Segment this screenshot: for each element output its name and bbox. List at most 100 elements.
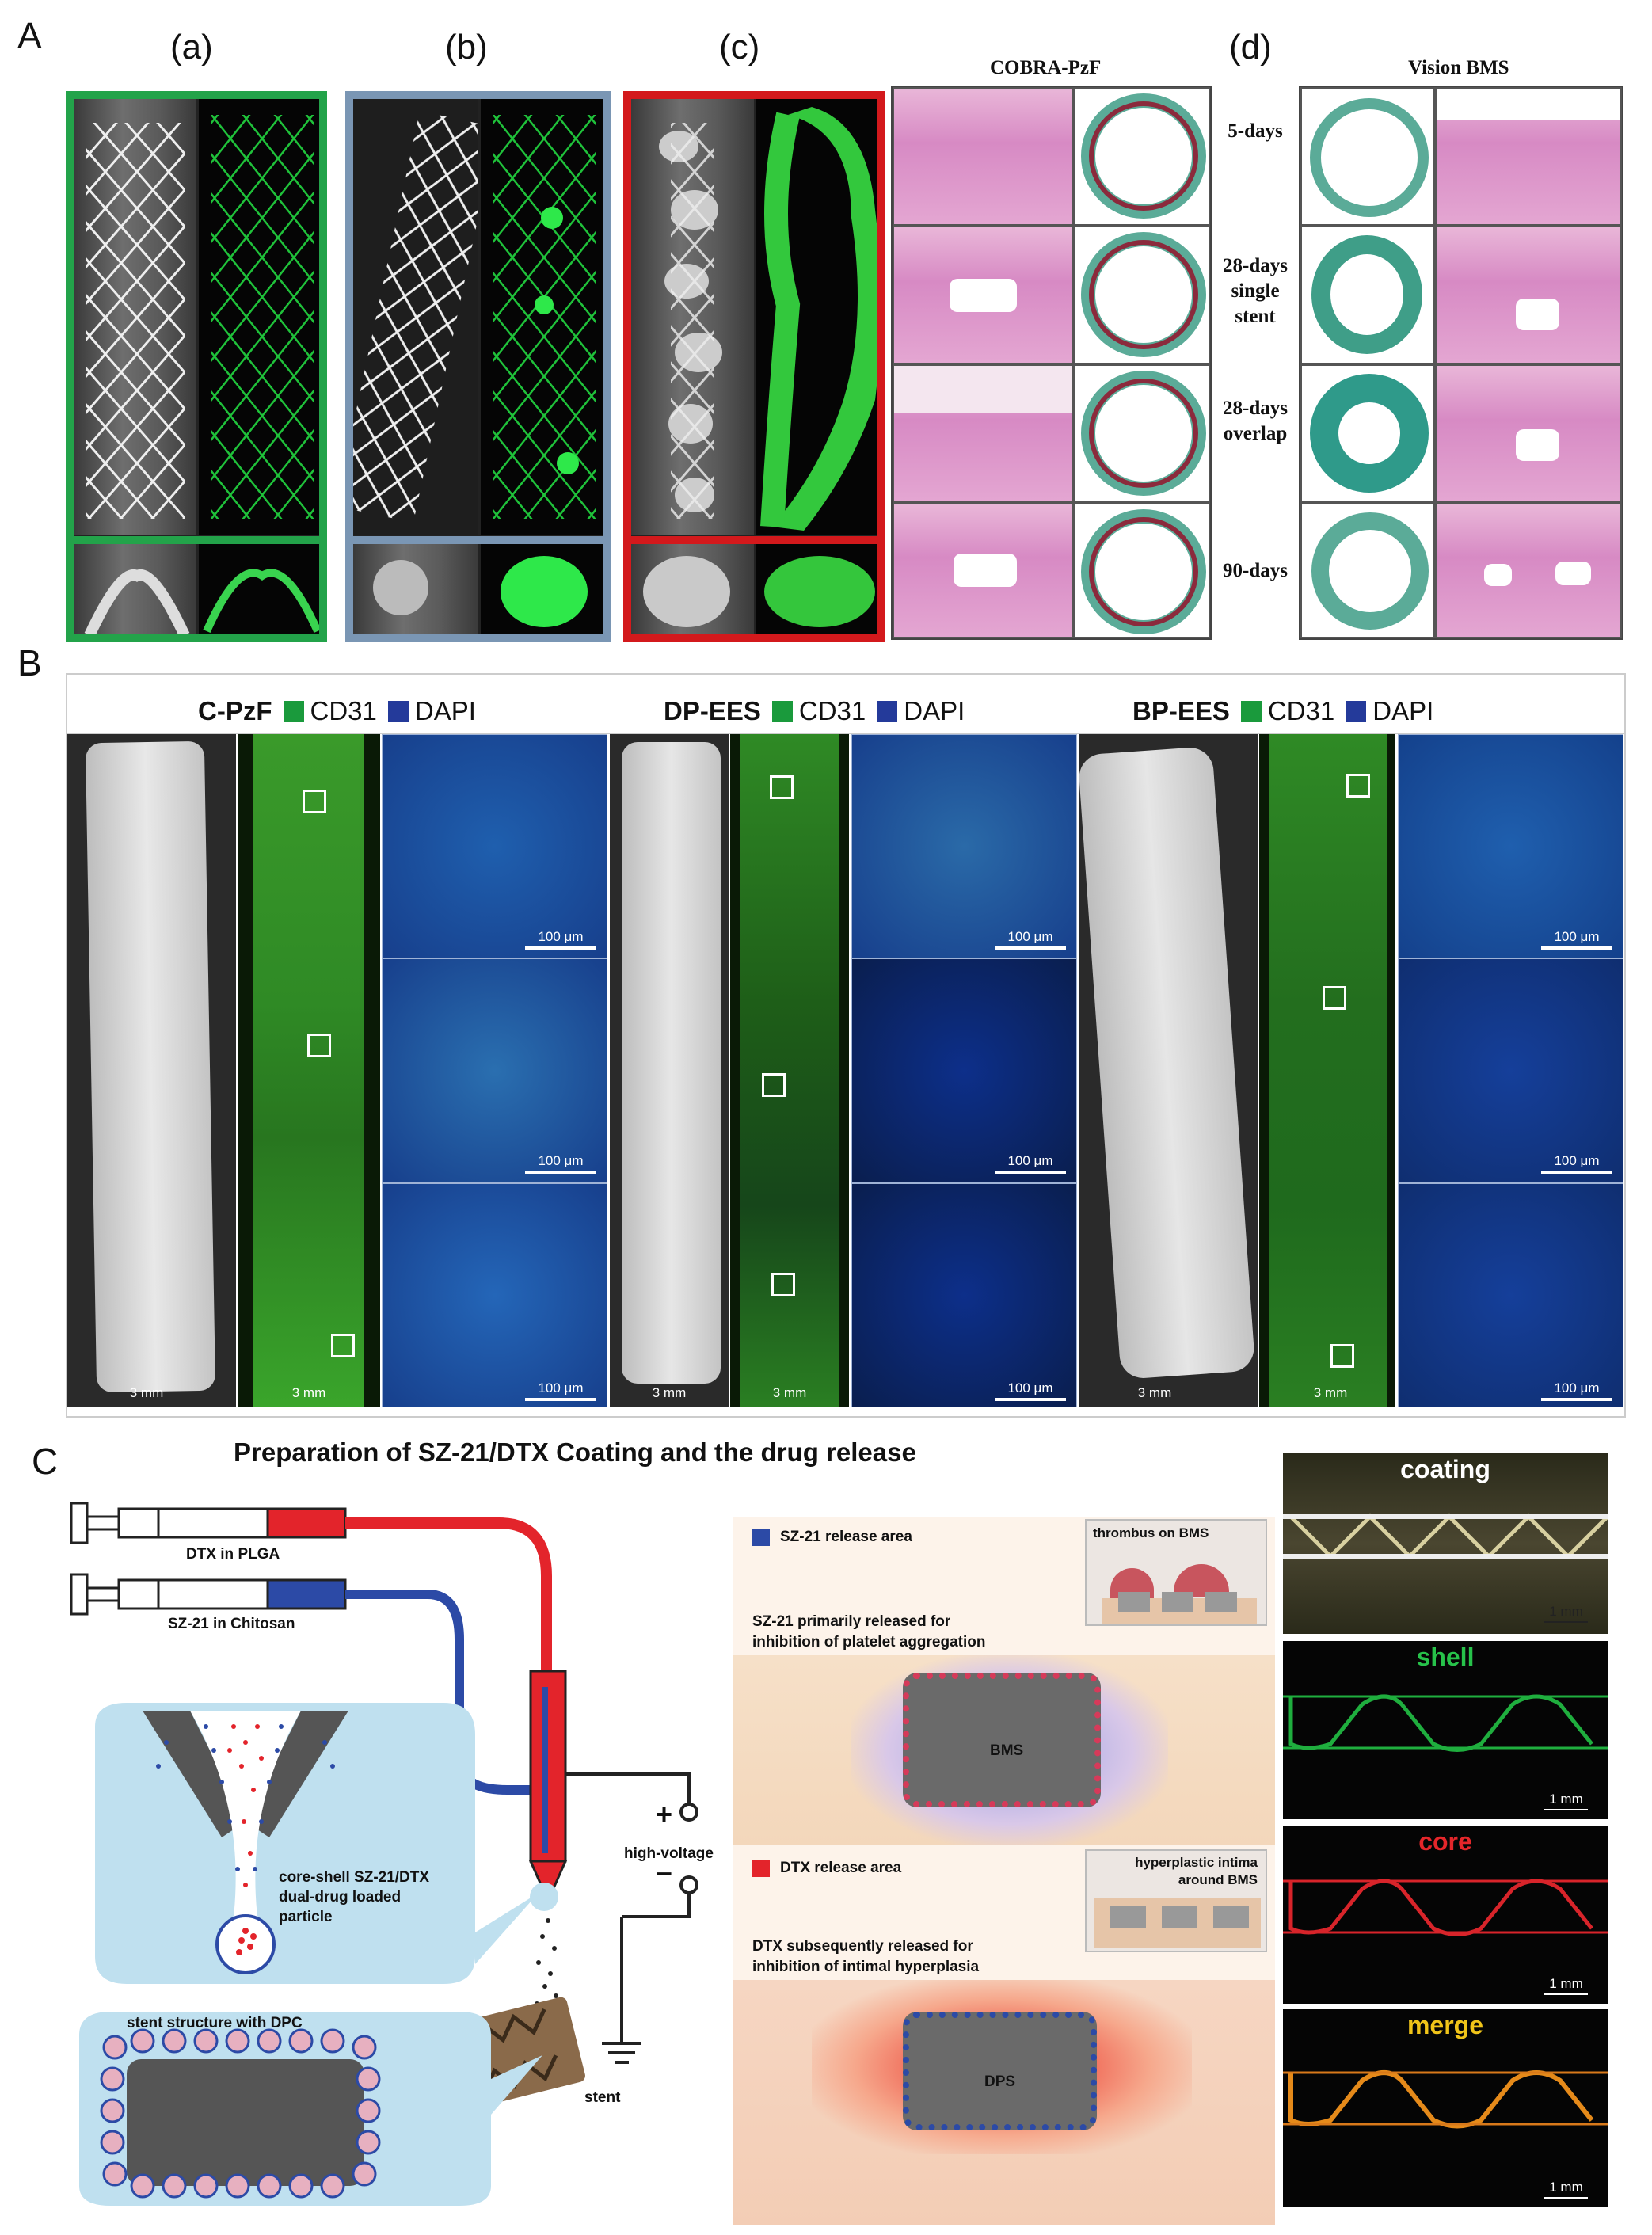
scale-label-1mm: 1 mm <box>1549 1976 1583 1991</box>
core-shell-particle <box>215 1914 276 1974</box>
stent-mesh-fluo-b <box>493 115 596 519</box>
dtx-text-line: inhibition of intimal hyperplasia <box>752 1959 980 1975</box>
timepoint-5-days: 5-days <box>1212 119 1299 144</box>
red-tube <box>345 1517 552 1671</box>
coating-label: coating <box>1400 1455 1490 1483</box>
scale-label-100um: 100 μm <box>1007 929 1053 944</box>
timepoint-label: 28-days <box>1223 398 1288 419</box>
dapi-legend-label: DAPI <box>1372 695 1434 725</box>
cd31-legend-label: CD31 <box>798 695 866 725</box>
shell-label: shell <box>1416 1643 1475 1671</box>
scale-label-100um: 100 μm <box>1554 1153 1600 1168</box>
group-header-bpees: BP-EES CD31 DAPI <box>1132 689 1433 733</box>
scale-label-100um: 100 μm <box>1554 929 1600 944</box>
timepoint-label: single <box>1231 280 1280 302</box>
panel-letter-b: B <box>17 642 42 683</box>
vision-histology-grid <box>1299 86 1623 640</box>
hyperplastic-inset: hyperplastic intima around BMS <box>1085 1849 1267 1952</box>
scale-label-1mm: 1 mm <box>1549 2180 1583 2195</box>
group-name: C-PzF <box>198 695 272 725</box>
cpzf-fluo-stent: 3 mm <box>238 734 380 1407</box>
cpzf-confocal-1: 100 μm <box>382 734 607 958</box>
scale-label-1mm: 1 mm <box>1549 1604 1583 1619</box>
core-label: core <box>1418 1827 1472 1856</box>
scale-label-3mm: 3 mm <box>772 1385 807 1400</box>
bms-label: BMS <box>990 1742 1024 1759</box>
stent-mesh-fluo-c <box>760 107 877 531</box>
shell-image: shell 1 mm <box>1283 1641 1608 1819</box>
dtx-legend-swatch <box>752 1860 770 1877</box>
coating-image: coating 1 mm <box>1283 1453 1608 1634</box>
scale-label-3mm: 3 mm <box>291 1385 326 1400</box>
timepoint-label: overlap <box>1223 423 1288 444</box>
label-stent-structure: stent structure with DPC <box>127 2015 303 2031</box>
dtx-text: DTX subsequently released for inhibition… <box>752 1936 979 1978</box>
particle-bubble <box>95 1703 539 1984</box>
timepoint-label: 5-days <box>1228 120 1283 142</box>
cobra-histology-grid <box>891 86 1212 640</box>
scale-label-100um: 100 μm <box>1007 1380 1053 1395</box>
scale-label-3mm: 3 mm <box>1313 1385 1348 1400</box>
sz21-text: SZ-21 primarily released for inhibition … <box>752 1612 986 1653</box>
panel-letter-a: A <box>17 15 42 56</box>
stent-image-b <box>345 91 611 642</box>
thrombus-label: thrombus on BMS <box>1093 1525 1209 1540</box>
merge-label: merge <box>1406 2011 1484 2039</box>
dapi-legend-label: DAPI <box>414 695 476 725</box>
label-sz21-in-chitosan: SZ-21 in Chitosan <box>168 1616 295 1632</box>
panel-b-frame <box>66 673 1626 1418</box>
dpees-confocal-3: 100 μm <box>851 1183 1077 1407</box>
scale-label-1mm: 1 mm <box>1549 1791 1583 1807</box>
scale-label-100um: 100 μm <box>538 1380 584 1395</box>
cd31-legend-swatch <box>1240 700 1262 722</box>
stent-mesh-sem-a <box>86 123 185 519</box>
dpc-particles <box>100 2028 381 2199</box>
dtx-text-line: DTX subsequently released for <box>752 1938 973 1955</box>
electrospray-schematic <box>70 1502 698 2206</box>
dpees-confocal-2: 100 μm <box>851 958 1077 1183</box>
scale-label-3mm: 3 mm <box>652 1385 687 1400</box>
dpees-confocal-1: 100 μm <box>851 734 1077 958</box>
stent-image-c <box>623 91 885 642</box>
cpzf-sem: 3 mm <box>67 734 236 1407</box>
scale-label-100um: 100 μm <box>1554 1380 1600 1395</box>
scale-label-3mm: 3 mm <box>129 1385 164 1400</box>
particle-label-line: core-shell SZ-21/DTX <box>279 1869 430 1886</box>
bpees-confocal-3: 100 μm <box>1398 1183 1623 1407</box>
blue-tube <box>345 1590 535 1795</box>
vision-title: Vision BMS <box>1408 57 1509 78</box>
stent-structure-bubble <box>79 2012 542 2206</box>
dtx-tissue <box>733 1980 1275 2225</box>
syringe-sz21 <box>70 1573 347 1616</box>
timepoint-label: 28-days <box>1223 255 1288 276</box>
cd31-legend-label: CD31 <box>310 695 377 725</box>
cobra-title: COBRA-PzF <box>990 57 1102 78</box>
cd31-legend-swatch <box>771 700 793 722</box>
timepoint-90-days: 90-days <box>1212 558 1299 584</box>
sz21-text-line: SZ-21 primarily released for <box>752 1613 951 1630</box>
sublabel-b: (b) <box>445 28 488 67</box>
core-image: core 1 mm <box>1283 1826 1608 2004</box>
sz21-tissue <box>733 1655 1275 1845</box>
label-dtx-in-plga: DTX in PLGA <box>186 1546 280 1563</box>
cpzf-confocal-2: 100 μm <box>382 958 607 1183</box>
sz21-release-area: SZ-21 release area <box>780 1529 912 1545</box>
dapi-legend-swatch <box>1346 700 1367 722</box>
scale-label-3mm: 3 mm <box>1137 1385 1172 1400</box>
particle-label-line: dual-drug loaded <box>279 1889 402 1906</box>
scale-label-100um: 100 μm <box>1007 1153 1053 1168</box>
timepoint-28-days-single: 28-days single stent <box>1212 253 1299 329</box>
dpees-fluo-stent: 3 mm <box>730 734 849 1407</box>
stent-mesh-sem-b <box>353 111 478 523</box>
label-particle: core-shell SZ-21/DTX dual-drug loaded pa… <box>279 1868 429 1927</box>
group-header-cpzf: C-PzF CD31 DAPI <box>198 689 476 733</box>
sublabel-c: (c) <box>719 28 760 67</box>
sz21-legend-swatch <box>752 1529 770 1546</box>
timepoint-label: 90-days <box>1223 560 1288 581</box>
dapi-legend-swatch <box>387 700 409 722</box>
stent-mesh-fluo-a <box>211 115 314 519</box>
dtx-release-area: DTX release area <box>780 1860 902 1876</box>
stent-mesh-sem-c <box>659 123 722 519</box>
hyperplastic-line: around BMS <box>1178 1872 1258 1887</box>
scale-label-100um: 100 μm <box>538 1153 584 1168</box>
